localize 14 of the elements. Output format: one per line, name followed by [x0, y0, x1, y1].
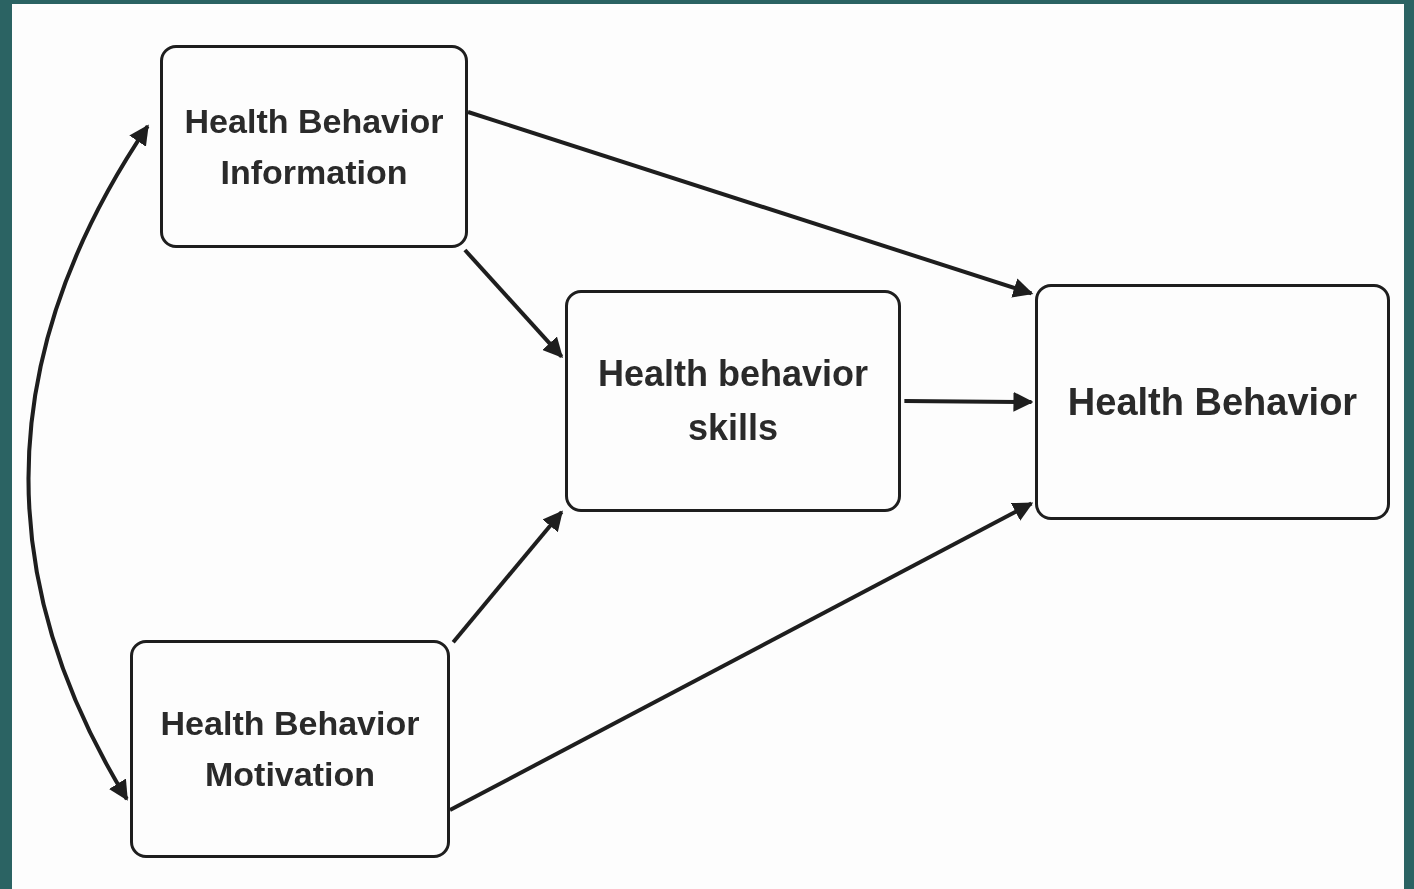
box-label: Health Behavior Motivation	[159, 703, 421, 795]
concept-box	[1035, 284, 1390, 520]
arrow	[467, 110, 1034, 298]
box-label: Health Behavior Information	[183, 100, 445, 193]
box-label: Health behavior skills	[596, 352, 870, 450]
arrow	[463, 248, 564, 359]
arrow	[904, 391, 1034, 412]
arrow	[26, 124, 150, 801]
concept-box	[130, 640, 450, 858]
concept-box	[565, 290, 901, 512]
box-label: Health Behavior	[1067, 379, 1358, 425]
arrow	[451, 510, 564, 644]
concept-box	[160, 45, 468, 248]
arrow	[449, 501, 1034, 812]
